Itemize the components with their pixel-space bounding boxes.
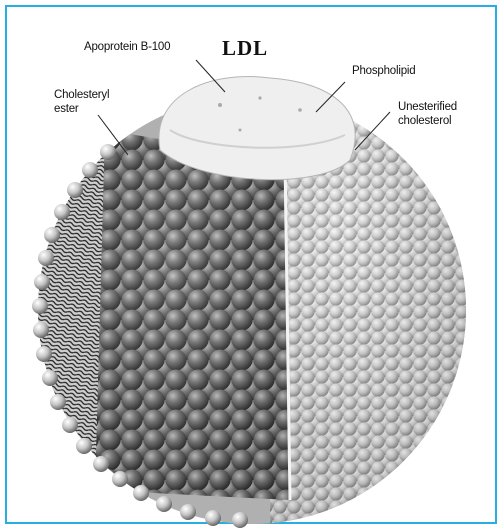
label-cholesteryl-ester-line1: Cholesteryl — [54, 88, 109, 102]
apoprotein-b100-cap — [159, 77, 355, 180]
label-unesterified-line1: Unesterified — [398, 100, 457, 114]
diagram-title: LDL — [222, 36, 268, 61]
label-unesterified-line2: cholesterol — [398, 114, 451, 128]
label-apoprotein-b100: Apoprotein B-100 — [84, 40, 170, 54]
label-cholesteryl-ester-line2: ester — [54, 102, 79, 116]
label-phospholipid: Phospholipid — [352, 64, 415, 78]
